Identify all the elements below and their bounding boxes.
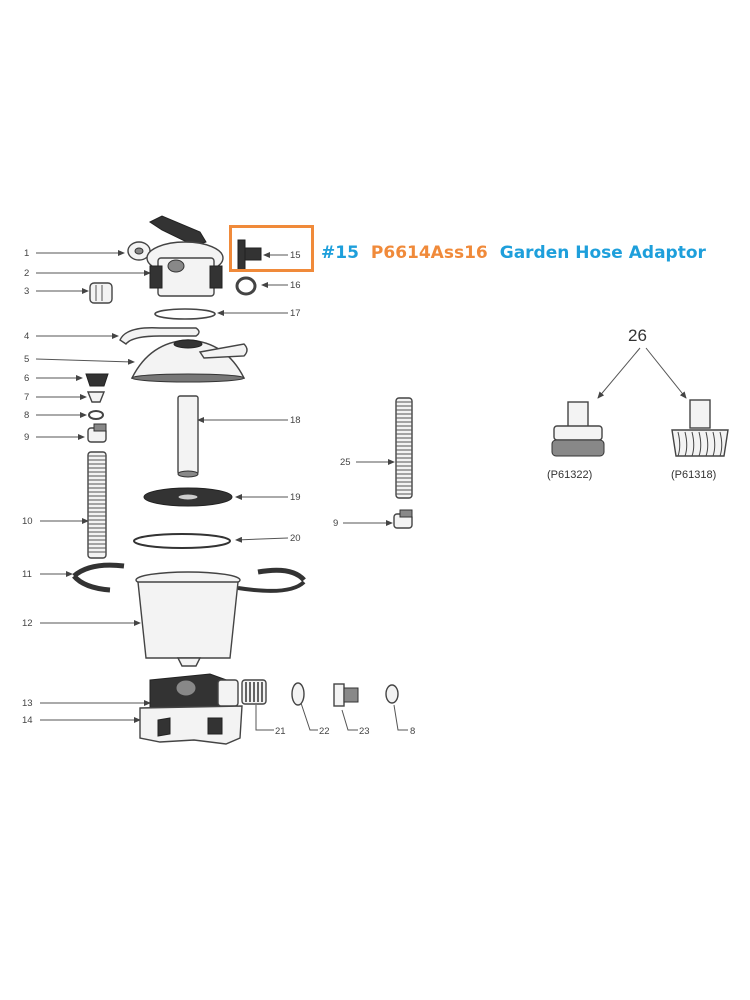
part-6-strainer — [85, 373, 109, 387]
part-15-hose-adaptor — [237, 239, 262, 271]
callout-description: Garden Hose Adaptor — [499, 243, 706, 263]
part-18-filter-tube — [177, 395, 199, 478]
label-15: 15 — [290, 250, 301, 261]
part-5-tank-lid — [130, 339, 248, 383]
part-20-oring — [133, 533, 231, 549]
label-21: 21 — [275, 726, 286, 737]
label-14: 14 — [22, 715, 33, 726]
label-12: 12 — [22, 618, 33, 629]
label-10: 10 — [22, 516, 33, 527]
part-16-oring — [235, 276, 257, 296]
part-9b-connector — [393, 509, 413, 529]
part-callout: #15 P6614Ass16 Garden Hose Adaptor — [321, 243, 706, 263]
part-19-grid — [143, 487, 233, 507]
label-7: 7 — [24, 392, 29, 403]
part-21-nut — [241, 679, 267, 705]
label-11: 11 — [22, 569, 32, 580]
callout-part-code: P6614Ass16 — [370, 243, 488, 263]
label-6: 6 — [24, 373, 29, 384]
label-5: 5 — [24, 354, 29, 365]
label-20: 20 — [290, 533, 301, 544]
label-13: 13 — [22, 698, 33, 709]
label-9b: 9 — [333, 518, 338, 529]
variant-right-part-number: (P61318) — [671, 469, 716, 481]
label-17: 17 — [290, 308, 301, 319]
bottom-labels: 21 22 23 8 — [255, 699, 415, 737]
part-22-gasket — [291, 682, 305, 706]
part-9-connector — [87, 423, 107, 443]
part-8b-washer — [385, 684, 399, 704]
variant-left-adaptor — [551, 401, 605, 457]
label-4: 4 — [24, 331, 29, 342]
label-16: 16 — [290, 280, 301, 291]
part-11-clamp — [72, 562, 306, 593]
label-19: 19 — [290, 492, 301, 503]
part-23-plug — [333, 683, 359, 707]
part-2-multiport-valve — [146, 215, 224, 297]
label-18: 18 — [290, 415, 301, 426]
part-17-gasket — [154, 308, 216, 320]
label-8b: 8 — [410, 726, 415, 737]
part-26-group: 26 (P61322) (P61318) — [547, 326, 729, 481]
part-13-pump — [149, 673, 239, 709]
label-3: 3 — [24, 286, 29, 297]
part-10-hose — [87, 451, 107, 559]
label-26: 26 — [628, 326, 647, 345]
label-1: 1 — [24, 248, 29, 259]
part-3-union-nut — [89, 282, 113, 304]
label-8: 8 — [24, 410, 29, 421]
label-25: 25 — [340, 457, 351, 468]
label-22: 22 — [319, 726, 330, 737]
part-14-base — [139, 705, 243, 745]
part-12-tank — [135, 571, 241, 667]
variant-right-adaptor — [671, 399, 729, 457]
right-labels: 15 16 17 18 19 20 25 9 — [197, 250, 395, 544]
part-1-cap — [127, 241, 151, 261]
callout-number: #15 — [321, 243, 359, 263]
label-23: 23 — [359, 726, 370, 737]
label-2: 2 — [24, 268, 29, 279]
left-labels: 1 2 3 4 5 6 7 8 9 10 11 12 13 14 — [22, 248, 151, 726]
part-8-washer — [88, 410, 104, 420]
highlight-box-part-15 — [229, 225, 314, 272]
part-4-clamp — [119, 327, 200, 345]
variant-left-part-number: (P61322) — [547, 469, 592, 481]
part-25-hose — [395, 397, 413, 499]
part-7-fitting — [86, 391, 106, 403]
label-9: 9 — [24, 432, 29, 443]
